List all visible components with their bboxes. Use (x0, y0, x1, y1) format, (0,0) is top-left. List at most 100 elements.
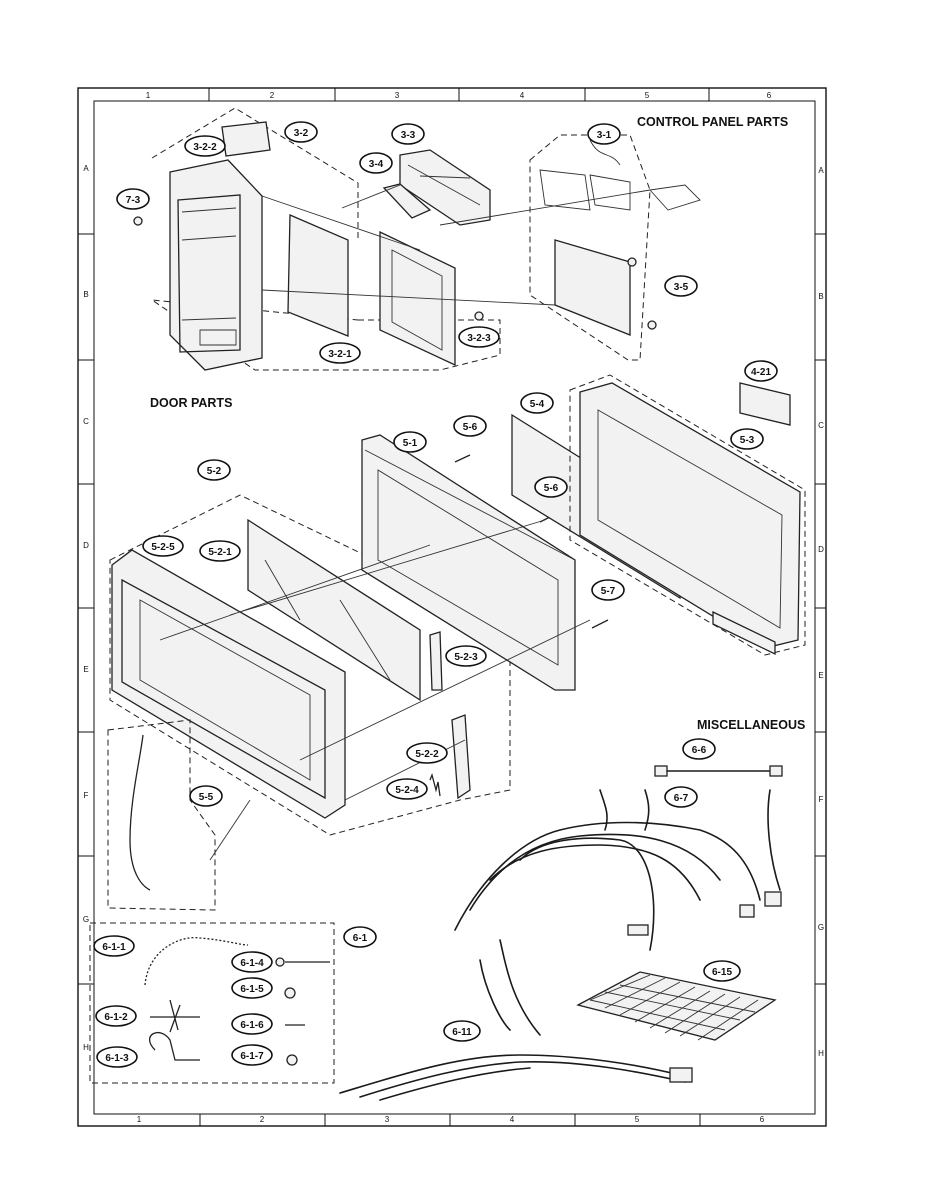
callout-5-2-3: 5-2-3 (445, 645, 487, 667)
callout-3-2-1: 3-2-1 (319, 342, 361, 364)
row-label-right: B (818, 292, 823, 301)
callout-3-1: 3-1 (587, 123, 621, 145)
group-outline-3-1 (529, 134, 651, 361)
pcb-bracket (379, 230, 484, 367)
part-6-1-3 (148, 1031, 200, 1061)
svg-text:5-1: 5-1 (403, 438, 418, 449)
membrane-3-2-1 (287, 214, 349, 337)
door-inner-5-1 (361, 434, 576, 691)
door-handle-5-5 (129, 734, 151, 891)
callout-3-2: 3-2 (284, 121, 318, 143)
svg-text:5-2-1: 5-2-1 (208, 547, 232, 558)
svg-text:5-7: 5-7 (601, 586, 616, 597)
grid-labels: 1 2 3 4 5 6 1 2 3 4 5 6 A B C D E F G H … (83, 91, 824, 1124)
row-label-left: D (83, 541, 89, 550)
main-harness-6-7 (454, 789, 782, 1036)
svg-text:5-6: 5-6 (463, 422, 478, 433)
badge-3-2-2 (221, 121, 271, 157)
callout-3-2-3: 3-2-3 (458, 326, 500, 348)
callout-5-4: 5-4 (520, 392, 554, 414)
control-panel-group (133, 107, 701, 371)
callout-6-7: 6-7 (664, 786, 698, 808)
part-3-4 (382, 183, 432, 219)
svg-text:3-2-2: 3-2-2 (193, 142, 217, 153)
drawing-frame (77, 87, 827, 1127)
row-label-left: C (83, 417, 89, 426)
col-label-bottom: 6 (760, 1115, 765, 1124)
part-6-1-1 (144, 936, 249, 986)
callouts: 3-2 3-2-2 7-3 3-3 3-4 3-1 3-5 3-2-3 3-2-… (93, 121, 778, 1068)
svg-text:6-15: 6-15 (712, 967, 732, 978)
callout-5-3: 5-3 (730, 428, 764, 450)
row-label-left: H (83, 1043, 89, 1052)
screw-3-5 (627, 257, 637, 267)
svg-text:5-5: 5-5 (199, 792, 214, 803)
svg-text:5-6: 5-6 (544, 483, 559, 494)
col-label-bottom: 2 (260, 1115, 265, 1124)
col-label-bottom: 1 (137, 1115, 142, 1124)
rack-6-15 (576, 971, 777, 1041)
svg-text:5-2-5: 5-2-5 (151, 542, 175, 553)
latch-head-5-2-2 (451, 714, 471, 800)
svg-text:6-1: 6-1 (353, 933, 368, 944)
callout-5-2-2: 5-2-2 (406, 742, 448, 764)
callout-7-3: 7-3 (116, 188, 150, 210)
control-board-3-1 (554, 239, 631, 336)
row-label-left: G (83, 915, 89, 924)
callout-6-1-4: 6-1-4 (231, 951, 273, 973)
callout-3-2-2: 3-2-2 (184, 135, 226, 157)
callout-5-6: 5-6 (453, 415, 487, 437)
svg-text:4-21: 4-21 (751, 367, 771, 378)
row-label-right: A (818, 166, 824, 175)
group-outline-5-3 (569, 374, 806, 656)
col-label-top: 4 (520, 91, 525, 100)
svg-text:6-1-2: 6-1-2 (104, 1012, 128, 1023)
svg-text:3-1: 3-1 (597, 130, 612, 141)
callout-6-1-6: 6-1-6 (231, 1013, 273, 1035)
svg-text:3-3: 3-3 (401, 130, 416, 141)
callout-5-5: 5-5 (189, 785, 223, 807)
svg-text:6-1-7: 6-1-7 (240, 1051, 264, 1062)
wire-6-6 (654, 765, 783, 777)
callout-3-3: 3-3 (391, 123, 425, 145)
col-label-top: 5 (645, 91, 650, 100)
section-title-control-panel: CONTROL PANEL PARTS (637, 115, 788, 129)
callout-5-2-5: 5-2-5 (142, 535, 184, 557)
part-6-1-2 (150, 999, 200, 1033)
col-label-top: 1 (146, 91, 151, 100)
col-label-top: 3 (395, 91, 400, 100)
row-label-right: G (818, 923, 824, 932)
svg-text:6-1-5: 6-1-5 (240, 984, 264, 995)
door-group (107, 374, 806, 911)
svg-text:6-11: 6-11 (452, 1027, 472, 1038)
svg-text:5-2: 5-2 (207, 466, 222, 477)
part-4-21 (739, 382, 791, 426)
screw-5-7 (591, 619, 609, 629)
svg-text:5-3: 5-3 (740, 435, 755, 446)
group-outline-3-2 (151, 107, 501, 371)
callout-6-6: 6-6 (682, 738, 716, 760)
callout-3-5: 3-5 (664, 275, 698, 297)
screw-3-5 (647, 320, 657, 330)
col-label-top: 6 (767, 91, 772, 100)
callout-6-1-5: 6-1-5 (231, 977, 273, 999)
callout-5-7: 5-7 (591, 579, 625, 601)
callout-5-2-4: 5-2-4 (386, 778, 428, 800)
callout-4-21: 4-21 (744, 360, 778, 382)
row-label-left: F (84, 791, 89, 800)
svg-text:3-2-1: 3-2-1 (328, 349, 352, 360)
svg-text:6-1-4: 6-1-4 (240, 958, 264, 969)
callout-5-1: 5-1 (393, 431, 427, 453)
seal-5-3 (712, 610, 776, 656)
svg-text:6-6: 6-6 (692, 745, 707, 756)
door-glass-5-2-1 (247, 518, 421, 702)
svg-text:5-2-4: 5-2-4 (395, 785, 419, 796)
misc-group (89, 765, 783, 1101)
callout-3-4: 3-4 (359, 152, 393, 174)
row-label-left: B (83, 290, 88, 299)
harness-6-11 (339, 1054, 693, 1101)
callout-6-15: 6-15 (703, 960, 741, 982)
svg-text:3-2: 3-2 (294, 128, 309, 139)
svg-text:5-2-2: 5-2-2 (415, 749, 439, 760)
